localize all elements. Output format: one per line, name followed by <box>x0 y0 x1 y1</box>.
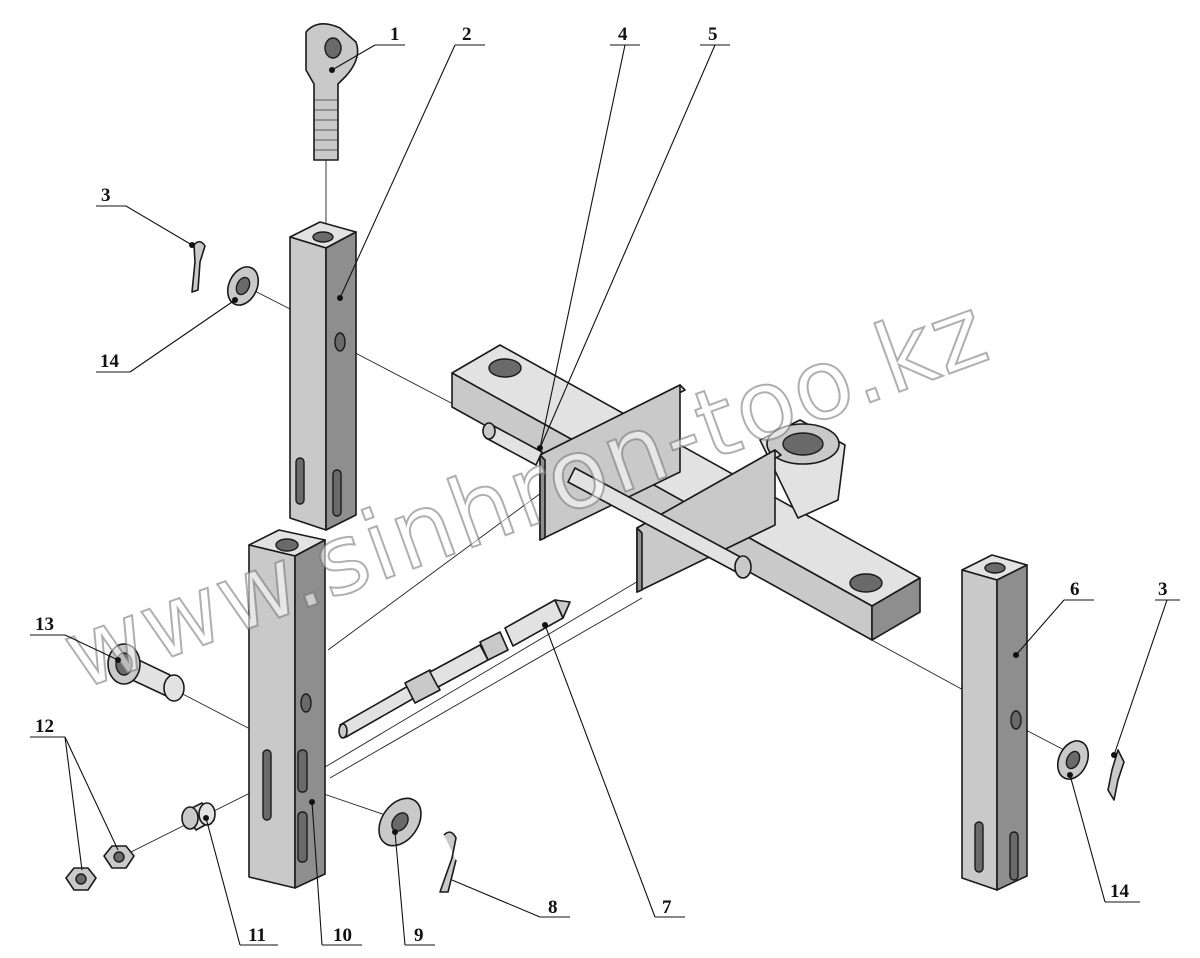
vertical-bar-part-2 <box>289 221 357 531</box>
eye-bolt-part-1 <box>305 23 359 161</box>
callout-label-14b: 14 <box>1110 881 1130 902</box>
callout-10: 10 <box>309 799 362 946</box>
watermark-text: www.sinhron-too.kz <box>50 274 1003 712</box>
callout-1: 1 <box>329 24 405 73</box>
callout-label-2: 2 <box>462 24 472 45</box>
callout-13: 13 <box>30 614 121 663</box>
washers-part-14 <box>226 266 1090 780</box>
main-frame <box>451 344 921 641</box>
callout-8: 8 <box>451 879 570 918</box>
sleeve-part-13 <box>107 643 185 702</box>
callout-12: 12 <box>30 716 119 871</box>
callout-label-3a: 3 <box>101 185 111 206</box>
bushing-part-11 <box>181 802 216 831</box>
callout-4: 4 <box>537 24 640 451</box>
callout-label-5: 5 <box>708 24 718 45</box>
callout-label-3b: 3 <box>1158 579 1168 600</box>
callout-label-12: 12 <box>35 716 54 737</box>
callout-label-13: 13 <box>35 614 54 635</box>
callout-14-left: 14 <box>96 297 238 373</box>
callout-label-6: 6 <box>1070 579 1080 600</box>
cotter-pins-part-3-8 <box>191 240 1125 893</box>
vertical-bar-part-6 <box>961 554 1028 891</box>
turnbuckle-part-7 <box>338 599 571 739</box>
callout-14-right: 14 <box>1067 772 1140 903</box>
callout-3-right: 3 <box>1111 579 1180 758</box>
nuts-part-12 <box>65 845 135 891</box>
callout-label-11: 11 <box>248 925 266 946</box>
callout-label-8: 8 <box>548 897 558 918</box>
callout-label-10: 10 <box>333 925 352 946</box>
vertical-bar-part-10 <box>248 529 326 889</box>
callout-11: 11 <box>203 815 278 946</box>
callout-label-1: 1 <box>390 24 400 45</box>
callout-6: 6 <box>1013 579 1094 658</box>
callout-3-left: 3 <box>96 185 195 248</box>
callout-2: 2 <box>337 24 485 301</box>
callout-label-9: 9 <box>414 925 424 946</box>
callout-5: 5 <box>539 24 730 449</box>
callout-label-4: 4 <box>618 24 628 45</box>
callout-9: 9 <box>392 829 435 946</box>
callout-7: 7 <box>542 622 685 918</box>
callout-label-14a: 14 <box>100 351 120 372</box>
washer-part-9 <box>378 797 422 847</box>
callout-label-7: 7 <box>662 897 672 918</box>
